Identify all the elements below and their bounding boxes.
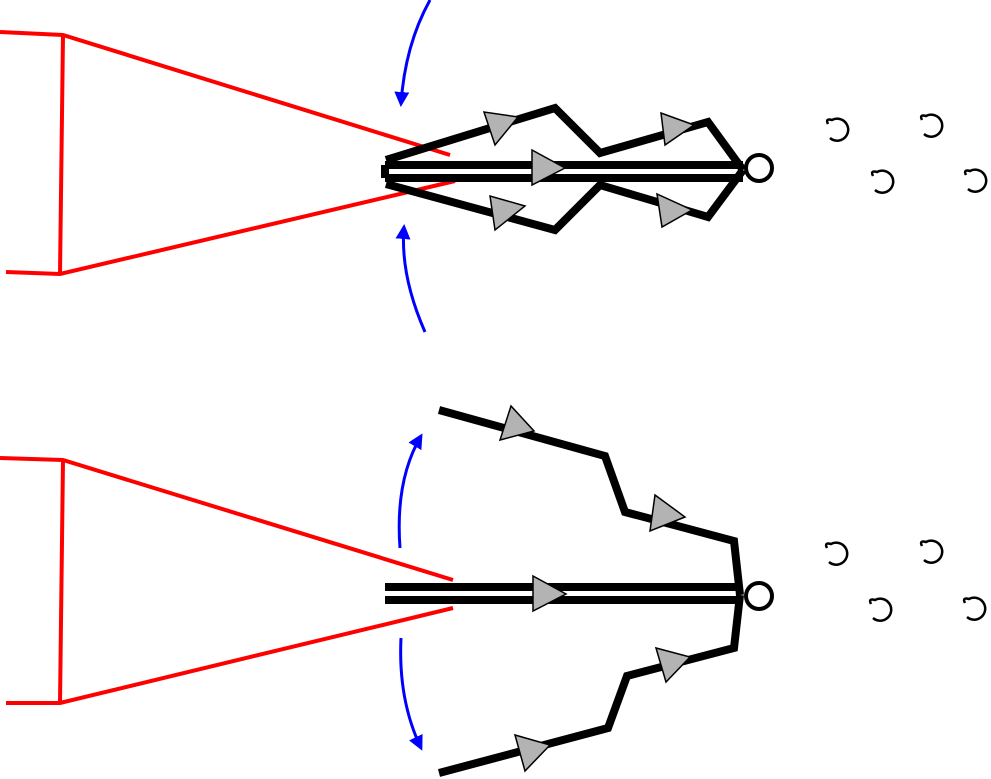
horseshoe-icon bbox=[962, 596, 987, 621]
motion-arrows-bottom bbox=[397, 433, 423, 751]
arrowhead bbox=[513, 733, 552, 773]
arrowheads-bottom bbox=[498, 404, 692, 773]
inward-arrow-icon bbox=[395, 224, 427, 333]
horseshoe-icon bbox=[868, 597, 893, 622]
inward-arrow-icon bbox=[394, 0, 432, 107]
circle-node bbox=[744, 153, 774, 183]
arrowhead bbox=[656, 192, 694, 229]
arrowhead bbox=[498, 404, 536, 442]
arrowheads-top bbox=[482, 111, 696, 232]
horseshoe-icon bbox=[919, 113, 944, 138]
horseshoe-icon bbox=[824, 541, 849, 566]
outward-arrow-icon bbox=[399, 637, 423, 751]
lower-path-bottom bbox=[437, 594, 744, 777]
paths-bottom bbox=[385, 406, 744, 777]
arrowhead bbox=[649, 493, 687, 533]
panel-bottom bbox=[0, 404, 987, 777]
horseshoe-icon bbox=[870, 169, 895, 194]
circle-node bbox=[744, 581, 774, 611]
motion-arrows-top bbox=[394, 0, 432, 333]
upper-path-bottom bbox=[437, 406, 744, 596]
arrowhead bbox=[532, 574, 568, 613]
particles-top bbox=[825, 113, 988, 194]
arrowhead bbox=[660, 111, 696, 147]
arrowhead bbox=[489, 194, 527, 232]
arrowhead bbox=[654, 646, 692, 684]
arrowhead bbox=[482, 111, 520, 147]
panel-top bbox=[0, 0, 988, 333]
cone-bottom bbox=[0, 456, 454, 705]
particles-bottom bbox=[824, 539, 987, 622]
cone-top bbox=[0, 30, 456, 277]
horseshoe-icon bbox=[825, 117, 850, 142]
horseshoe-icon bbox=[963, 168, 988, 193]
arrowhead bbox=[531, 148, 567, 187]
upper-path-top bbox=[384, 103, 747, 173]
horseshoe-icon bbox=[919, 539, 944, 564]
outward-arrow-icon bbox=[397, 433, 423, 549]
